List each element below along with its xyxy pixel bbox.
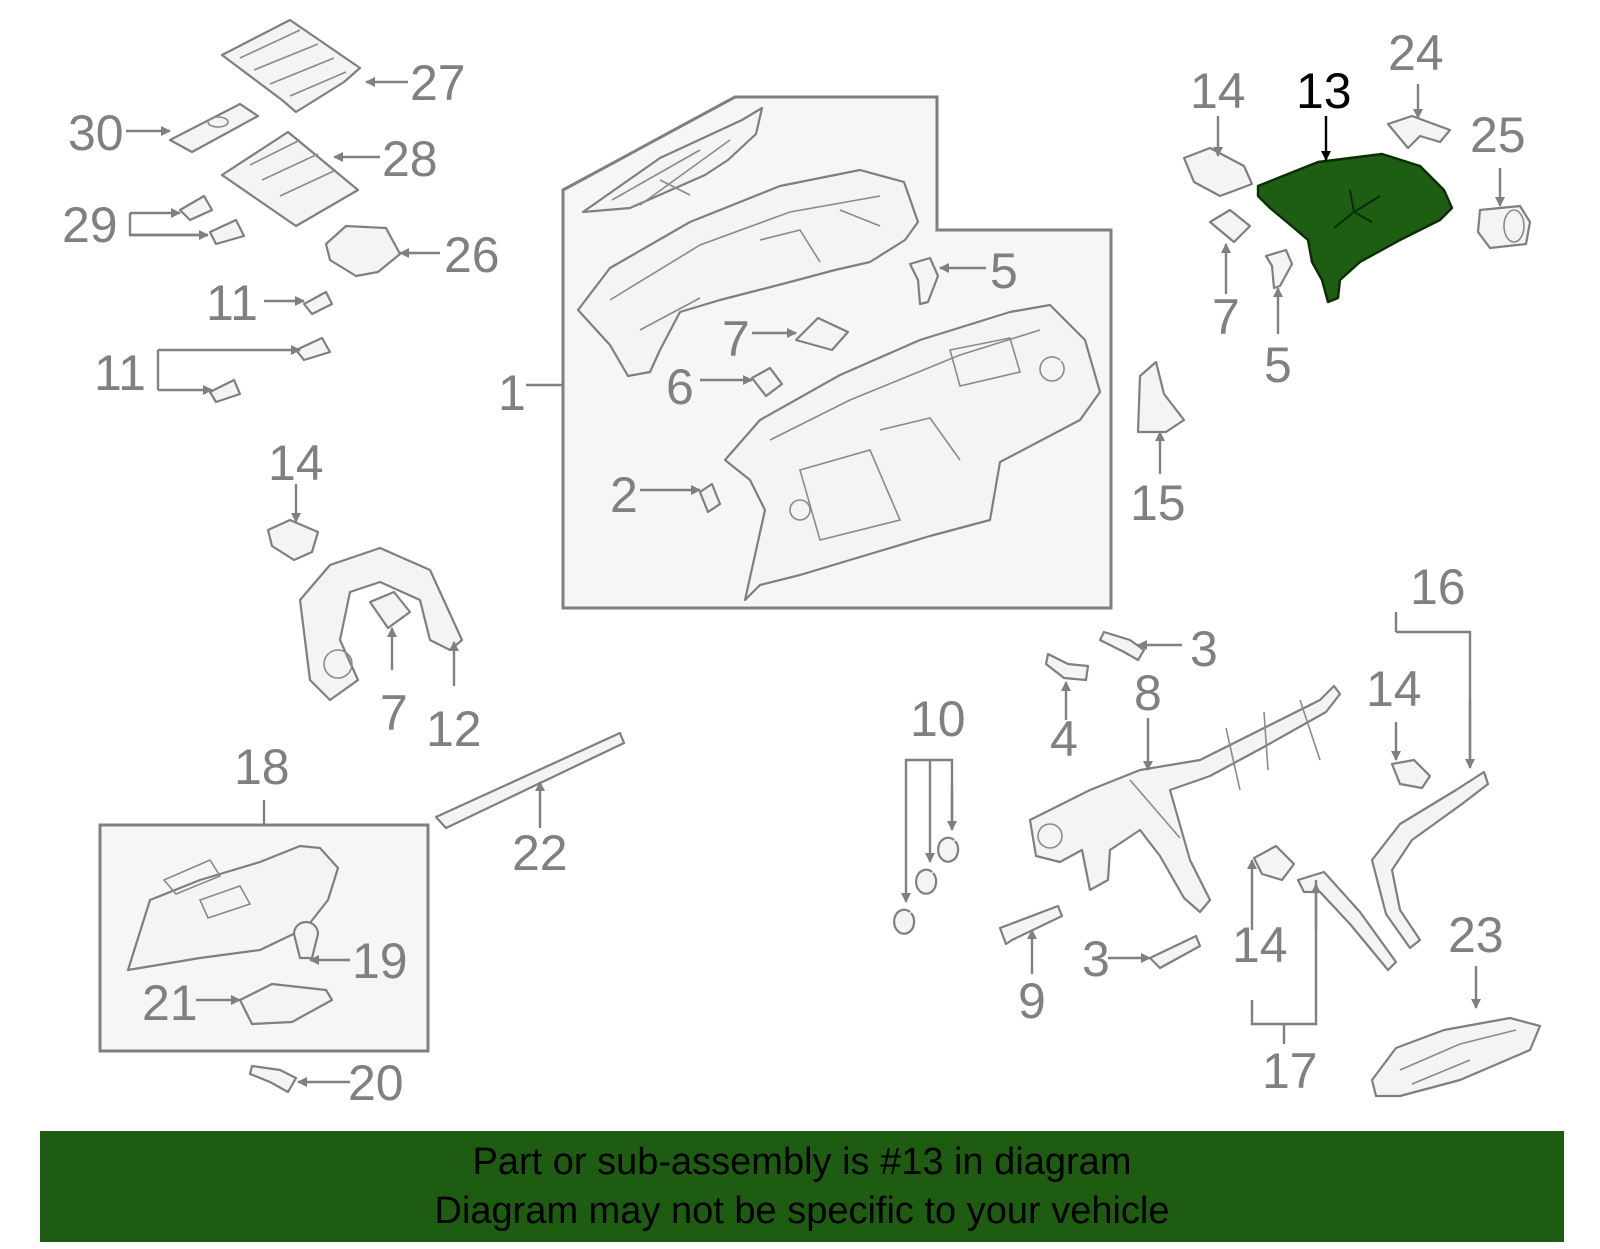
- callout-5-right: 5: [1264, 337, 1292, 393]
- steering-support-beam-8: [1028, 684, 1342, 914]
- vent-panel-27: [220, 18, 362, 114]
- callout-13[interactable]: 13: [1296, 63, 1352, 119]
- trim-piece-15: [1136, 360, 1186, 434]
- screw-part-5-upper: [908, 256, 940, 306]
- callout-6: 6: [666, 359, 694, 415]
- callout-17: 17: [1262, 1043, 1318, 1099]
- callout-2: 2: [610, 467, 638, 523]
- callout-28: 28: [382, 131, 438, 187]
- bolt-part-3-upper: [1098, 630, 1146, 662]
- callout-16: 16: [1410, 559, 1466, 615]
- bolt-part-20: [248, 1064, 298, 1094]
- info-banner: Part or sub-assembly is #13 in diagram D…: [40, 1131, 1564, 1242]
- callout-11-upper: 11: [206, 275, 258, 331]
- callout-22: 22: [512, 825, 568, 881]
- callout-7-center: 7: [722, 311, 750, 367]
- dash-upper-trim: [581, 106, 764, 214]
- screw-part-5-right: [1264, 248, 1294, 290]
- dash-panel-upper: [576, 168, 920, 378]
- callout-27: 27: [410, 55, 466, 111]
- bracket-part-14-top: [1182, 146, 1254, 198]
- callout-23: 23: [1448, 907, 1504, 963]
- callout-4: 4: [1050, 711, 1078, 767]
- side-trim-12: [298, 546, 464, 702]
- callout-8: 8: [1134, 665, 1162, 721]
- glove-box-door: [126, 844, 340, 972]
- nut-part-6: [750, 366, 784, 398]
- molding-part-22: [434, 731, 626, 830]
- clip-part-11-c: [208, 378, 242, 404]
- bracket-part-24: [1386, 114, 1452, 150]
- callout-26: 26: [444, 227, 500, 283]
- clip-part-14-left: [266, 518, 320, 562]
- callout-30: 30: [68, 105, 124, 161]
- vent-panel-28: [220, 130, 360, 228]
- callout-10: 10: [910, 691, 966, 747]
- callout-15: 15: [1130, 475, 1186, 531]
- bracket-part-26: [324, 224, 402, 278]
- clip-part-29-b: [208, 218, 246, 246]
- clip-part-29-a: [178, 194, 214, 222]
- callout-1: 1: [498, 365, 526, 421]
- callout-14-lower: 14: [1232, 917, 1288, 973]
- callout-3-lower: 3: [1082, 931, 1110, 987]
- callout-9: 9: [1018, 973, 1046, 1029]
- nut-part-10-c: [893, 908, 916, 935]
- callout-14-left: 14: [268, 435, 324, 491]
- banner-line-2: Diagram may not be specific to your vehi…: [434, 1189, 1170, 1232]
- brace-part-17: [1296, 870, 1398, 972]
- trim-part-30: [168, 102, 260, 154]
- callout-21: 21: [142, 975, 198, 1031]
- clip-part-7-box: [794, 316, 850, 352]
- clip-part-11-b: [294, 336, 332, 362]
- banner-line-1: Part or sub-assembly is #13 in diagram: [472, 1140, 1132, 1183]
- callout-25: 25: [1470, 107, 1526, 163]
- tray-part-23: [1370, 1016, 1542, 1098]
- bracket-part-14-lower: [1252, 844, 1296, 882]
- callout-11-lower: 11: [94, 345, 146, 401]
- callout-29: 29: [62, 197, 118, 253]
- clip-part-7-left: [368, 590, 412, 630]
- callout-12: 12: [426, 701, 482, 757]
- bolt-part-3-lower: [1148, 934, 1202, 970]
- grommet-part-2: [698, 482, 722, 514]
- clip-part-7-right: [1208, 208, 1252, 244]
- leader-lines: [126, 77, 1505, 1087]
- stopper-part-19: [292, 920, 320, 960]
- callout-19: 19: [352, 933, 408, 989]
- callout-20: 20: [348, 1055, 404, 1111]
- bracket-part-14-right: [1390, 758, 1432, 790]
- striker-part-21: [238, 982, 334, 1026]
- callout-14-right: 14: [1366, 661, 1422, 717]
- nut-part-10-a: [937, 836, 960, 863]
- callout-18: 18: [234, 739, 290, 795]
- nut-part-10-b: [915, 868, 938, 895]
- callout-labels: 27 30 28 29 26 11 11 1 5 7 6 2 14 13 24 …: [62, 25, 1526, 1111]
- callout-24: 24: [1388, 25, 1444, 81]
- callout-14-top: 14: [1190, 63, 1246, 119]
- highlighted-part-13[interactable]: [1256, 152, 1454, 304]
- bolt-part-9: [998, 904, 1064, 946]
- callout-7-left: 7: [380, 685, 408, 741]
- bolt-part-4: [1044, 652, 1090, 682]
- brace-part-16: [1370, 770, 1490, 950]
- instrument-panel: [723, 303, 1102, 602]
- clip-part-11-a: [302, 290, 334, 316]
- callout-3-upper: 3: [1190, 621, 1218, 677]
- callout-5-center: 5: [990, 243, 1018, 299]
- callout-7-right: 7: [1212, 289, 1240, 345]
